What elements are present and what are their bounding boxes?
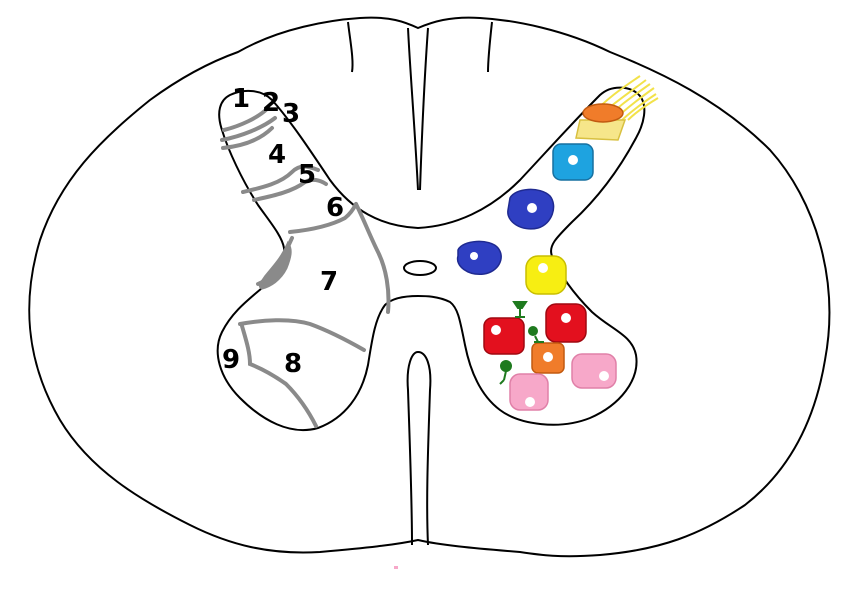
pink-mark [394, 566, 398, 569]
nucleus-blue-2 [456, 240, 502, 275]
lamina-grey-blob [258, 240, 292, 290]
synapse-marker-2 [528, 326, 544, 343]
lamina-label-1: 1 [232, 84, 250, 114]
lamina-label-4: 4 [268, 140, 286, 170]
lamina-label-8: 8 [284, 349, 302, 379]
nucleus-pink-1 [509, 373, 549, 411]
lamina-label-2: 2 [262, 88, 280, 118]
nuclei [456, 143, 617, 411]
synapse-marker-3 [499, 360, 512, 385]
central-canal [403, 260, 437, 276]
dorsal-root-entry-zone [575, 119, 627, 141]
lamina-label-6: 6 [326, 193, 344, 223]
anterior-median-fissure [406, 350, 432, 546]
lamina-label-5: 5 [298, 160, 316, 190]
synapse-markers [499, 301, 544, 385]
nucleus-red-1 [483, 317, 525, 355]
lamina-label-7: 7 [320, 267, 338, 297]
dorsal-intermediate-sulcus [487, 21, 493, 73]
synapse-marker-1 [512, 301, 528, 318]
posterior-median-septum-left [407, 27, 419, 191]
posterior-median-septum [347, 21, 354, 73]
substantia-gelatinosa-nucleus [582, 103, 624, 123]
posterior-median-septum-right [419, 27, 429, 191]
lamina-label-3: 3 [282, 99, 300, 129]
nucleus-yellow [525, 255, 567, 295]
spinal-cord-outline [28, 16, 831, 558]
lamina-label-9: 9 [222, 345, 240, 375]
nucleus-pink-2 [571, 353, 617, 389]
